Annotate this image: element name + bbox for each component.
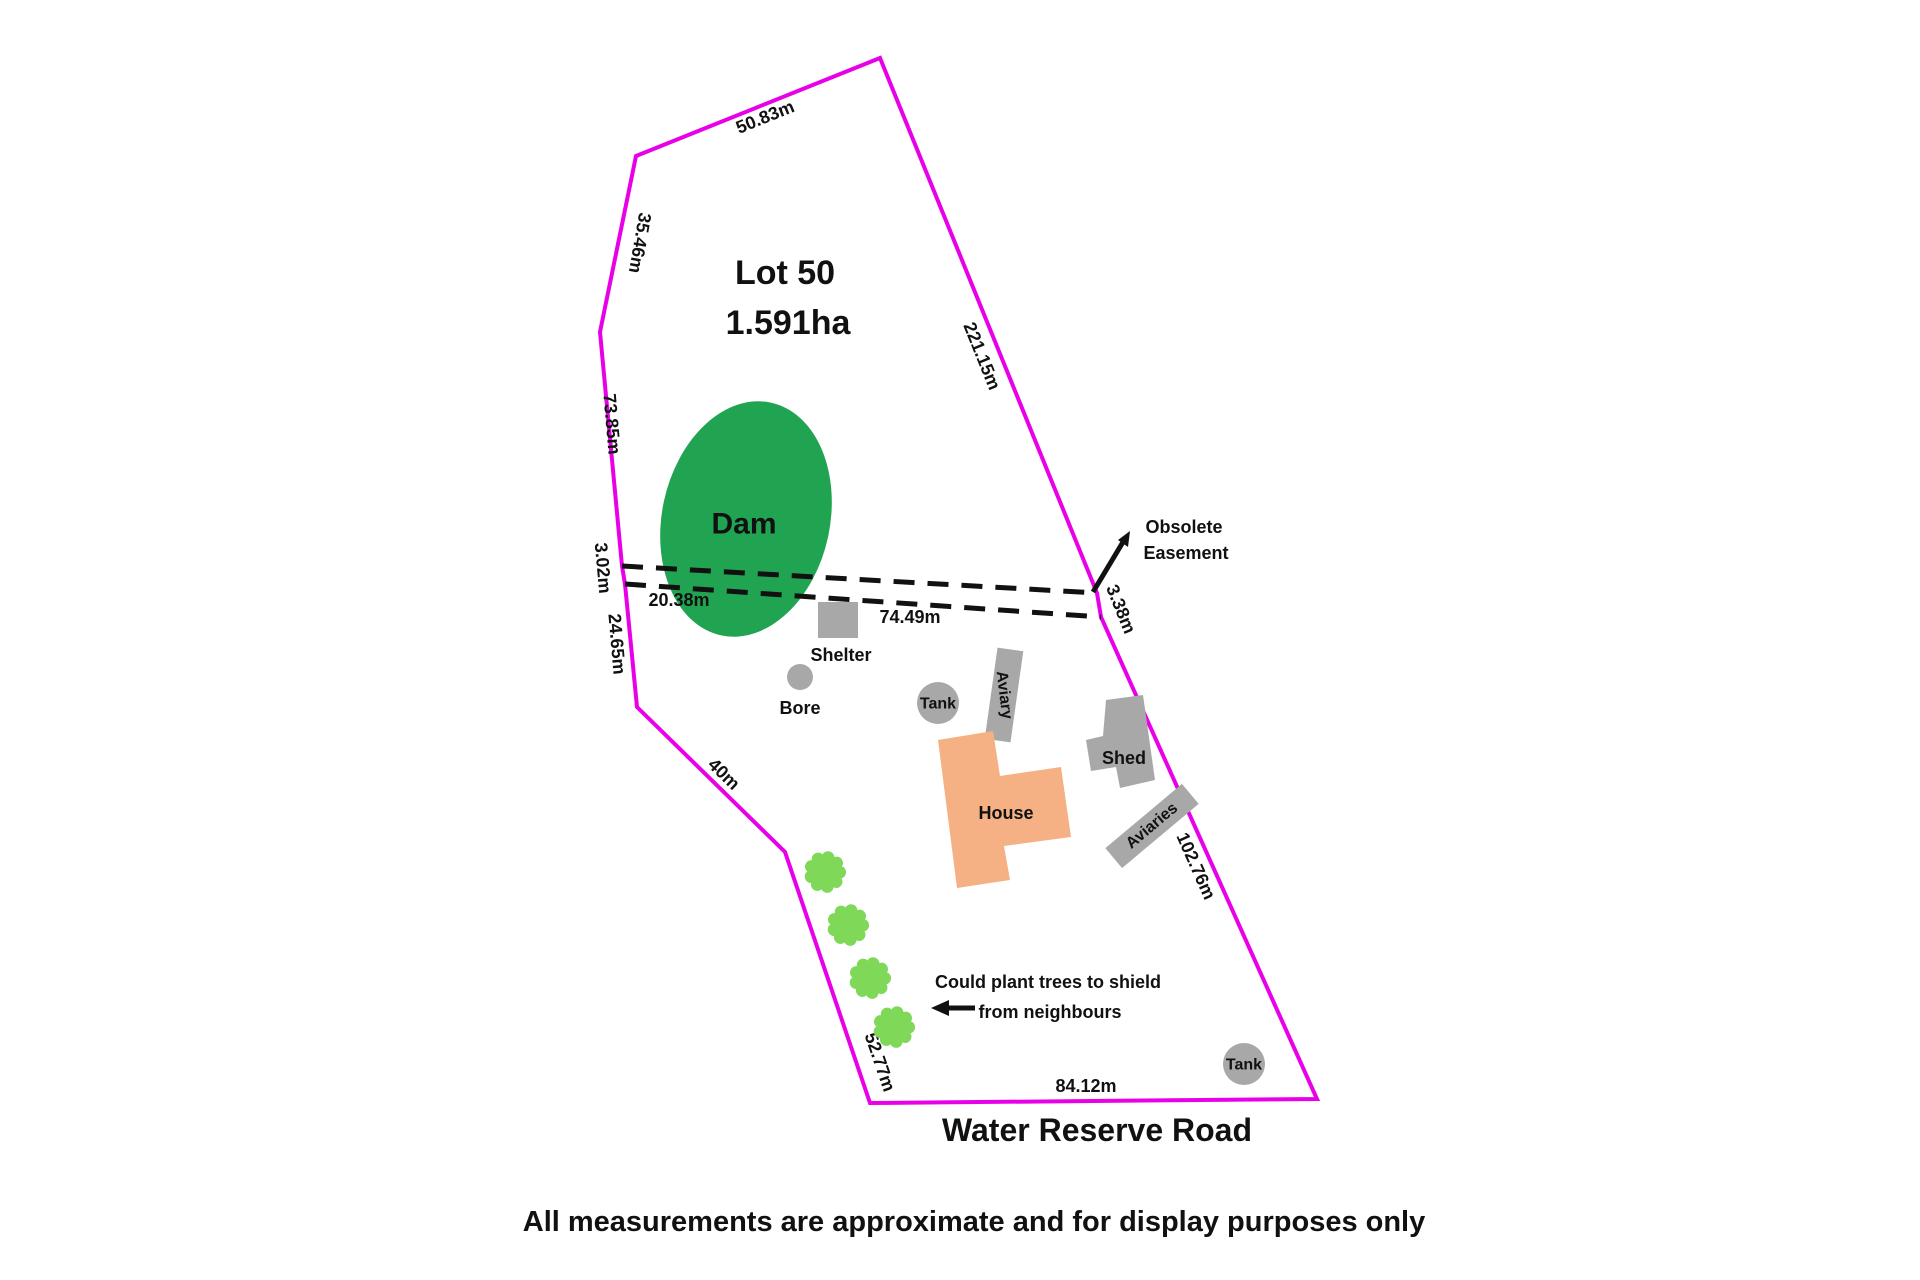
lot-name: Lot 50	[735, 254, 835, 292]
dam-label: Dam	[711, 508, 776, 541]
aviaries-shape	[1105, 783, 1199, 869]
aviary-label: Aviary	[993, 670, 1016, 720]
house-shape	[938, 731, 1071, 888]
measurement-west-upper: 73.85m	[599, 393, 624, 456]
shelter-label: Shelter	[810, 645, 871, 665]
tree	[804, 851, 846, 893]
footer-disclaimer: All measurements are approximate and for…	[523, 1206, 1426, 1238]
lot-area: 1.591ha	[726, 304, 852, 342]
easement-line-upper	[621, 563, 1098, 596]
tank-lower-label: Tank	[1226, 1057, 1262, 1074]
easement-outer-length-label: 74.49m	[879, 607, 940, 627]
easement-note-line2: Easement	[1143, 543, 1228, 563]
bore-shape	[787, 664, 813, 690]
aviary-shape	[984, 647, 1024, 743]
shed-shape	[1086, 695, 1155, 788]
tank-upper-shape	[917, 682, 959, 724]
easement-line-lower	[624, 581, 1102, 620]
planting-note-line2: from neighbours	[979, 1002, 1122, 1022]
measurement-south: 84.12m	[1055, 1076, 1116, 1096]
shelter-shape	[818, 602, 858, 638]
tree	[873, 1006, 915, 1048]
structures: Shelter Bore Tank Aviary House Shed Avia…	[779, 602, 1265, 1085]
tank-lower-shape	[1223, 1043, 1265, 1085]
measurement-west-lower: 24.65m	[604, 613, 629, 676]
house-label: House	[978, 803, 1033, 823]
trees	[804, 851, 915, 1048]
dam: Dam	[660, 401, 832, 637]
dam-shape	[660, 401, 832, 637]
road-name: Water Reserve Road	[942, 1112, 1252, 1148]
tree	[827, 904, 869, 946]
easement-note-line1: Obsolete	[1145, 517, 1222, 537]
planting-note-arrow	[931, 1000, 975, 1016]
shed-label: Shed	[1102, 748, 1146, 768]
easement-arrow	[1090, 531, 1130, 594]
bore-label: Bore	[779, 698, 820, 718]
planting-note-line1: Could plant trees to shield	[935, 972, 1161, 992]
measurement-west-easement-gap: 3.02m	[591, 542, 615, 595]
tree	[849, 957, 891, 999]
tank-upper-label: Tank	[920, 696, 956, 713]
easement-inner-length-label: 20.38m	[648, 590, 709, 610]
easement-lines	[621, 563, 1102, 620]
